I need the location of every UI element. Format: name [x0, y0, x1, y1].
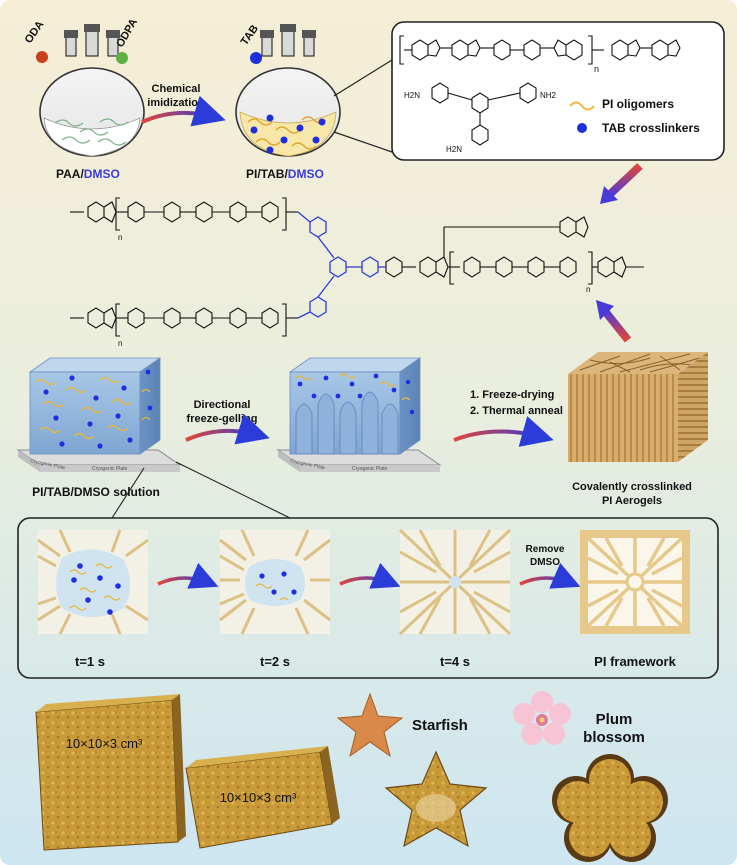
stage-arrow-2: [339, 562, 401, 589]
repeat-n-right: n: [586, 285, 590, 294]
starfish-aerogel: [384, 750, 488, 848]
crosslinker-legend-icon: [577, 123, 587, 133]
freeze-drying-arrow: [453, 416, 554, 447]
tab-structure: [431, 82, 537, 146]
step-thermal-anneal: 2. Thermal anneal: [470, 405, 563, 417]
chemistry-box: [391, 21, 725, 161]
remove-line2: DMSO: [530, 557, 560, 568]
aerogel-line1: Covalently crosslinked: [572, 481, 692, 493]
pi-tab-dmso-label: PI/TAB/DMSO: [246, 167, 324, 181]
step1-line1: Chemical: [152, 83, 201, 95]
stage-t4-panel: [398, 528, 512, 636]
repeat-n: n: [594, 64, 599, 74]
pi-tab-flask: [235, 24, 341, 157]
plum-line1: Plum: [596, 711, 633, 728]
tab-dot: [250, 52, 262, 64]
block1-label: 10×10×3 cm³: [66, 736, 143, 751]
arrow-box-to-network: [605, 163, 643, 199]
directional-line1: Directional: [194, 399, 251, 411]
solution-label: PI/TAB/DMSO solution: [32, 485, 160, 499]
block2-label: 10×10×3 cm³: [220, 790, 297, 805]
plum-line2: blossom: [583, 729, 645, 746]
oda-dot: [36, 51, 48, 63]
starfish-icon: [336, 692, 404, 758]
stage-t4-label: t=4 s: [440, 654, 470, 669]
legend-crosslinkers: TAB crosslinkers: [602, 121, 700, 135]
plum-blossom-icon: [513, 691, 571, 745]
aerogel-line2: PI Aerogels: [602, 495, 662, 507]
plum-aerogel: [552, 754, 668, 862]
framework-label: PI framework: [594, 654, 676, 669]
tab-crosslink-center: [297, 211, 386, 319]
paa-flask: [39, 24, 145, 157]
stage-t1-label: t=1 s: [75, 654, 105, 669]
legend-oligomers: PI oligomers: [602, 97, 674, 111]
h2n-bottom: H2N: [446, 145, 462, 154]
step1-line2: imidization: [147, 97, 205, 109]
step-freeze-drying: 1. Freeze-drying: [470, 389, 554, 401]
crosslinked-network-structure: [70, 197, 644, 337]
directional-line2: freeze-gelling: [187, 413, 258, 425]
arrow-aerogel-to-network: [600, 307, 632, 343]
stage-arrow-1: [157, 562, 219, 589]
imidization-arrow: [141, 95, 226, 127]
starfish-label: Starfish: [412, 717, 468, 734]
stage-t2-panel: [219, 529, 331, 635]
oligomer-legend-icon: [569, 101, 595, 111]
remove-line1: Remove: [526, 544, 565, 555]
stage-t1-panel: [37, 529, 149, 635]
stage-arrow-3: [519, 562, 581, 589]
solution-cube: [16, 357, 182, 472]
directional-arrow: [185, 413, 270, 445]
paa-dmso-label: PAA/DMSO: [56, 167, 120, 181]
pi-framework-panel: [580, 530, 690, 634]
pi-oligomer-structure: [399, 35, 681, 65]
plate-label-4: Cryogenic Plate: [352, 466, 388, 472]
stage-t2-label: t=2 s: [260, 654, 290, 669]
plate-label-2: Cryogenic Plate: [92, 466, 128, 472]
freeze-cube: [276, 357, 442, 472]
repeat-n-top: n: [118, 233, 122, 242]
stage-callout-lines: [111, 461, 291, 519]
stages-box: [17, 517, 719, 679]
sample-block-1: [35, 694, 186, 851]
aerogel-cube: [568, 352, 708, 462]
odpa-dot: [116, 52, 128, 64]
sample-block-2: [185, 746, 340, 849]
nh2-right: NH2: [540, 91, 557, 100]
repeat-n-bottom: n: [118, 339, 122, 348]
h2n-top: H2N: [404, 91, 420, 100]
callout-lines: [333, 59, 393, 153]
